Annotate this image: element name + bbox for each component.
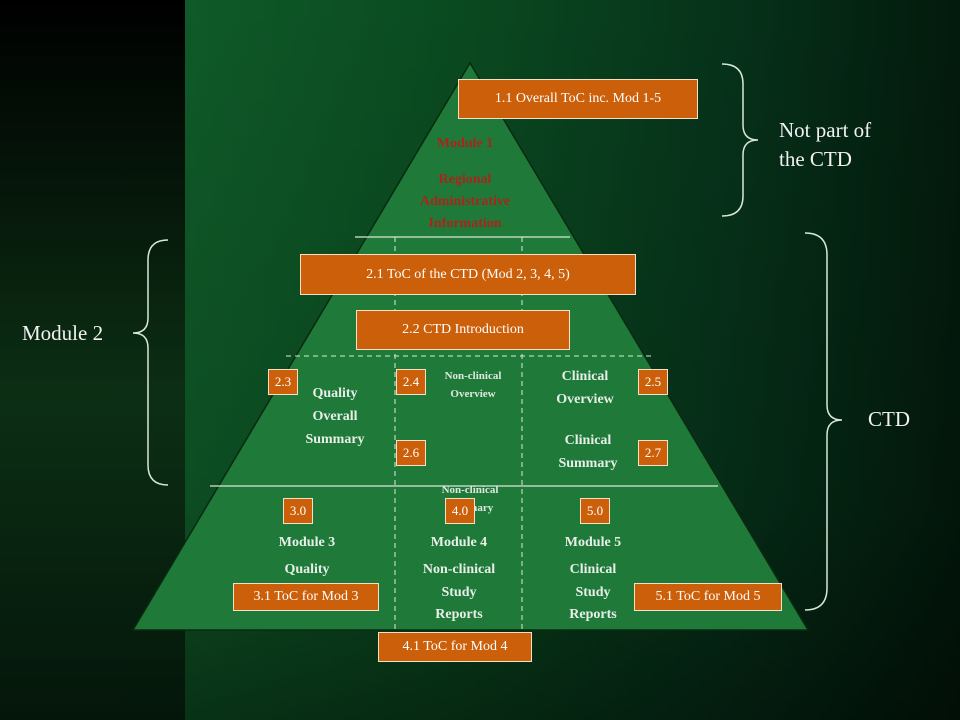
quality-summary-line1: Quality <box>312 386 358 401</box>
module1-line3: Information <box>428 216 502 231</box>
module5-subtitle-line1: Clinical <box>569 562 617 577</box>
brace-not-part <box>721 63 759 217</box>
module1-line1: Regional <box>438 172 492 187</box>
section-2-6-badge: 2.6 <box>396 440 426 466</box>
module3-title: Module 3 <box>278 535 336 550</box>
section-5-0-badge: 5.0 <box>580 498 610 524</box>
toc-mod3-box: 3.1 ToC for Mod 3 <box>233 583 379 611</box>
nc-summary-line1: Non-clinical <box>441 484 499 496</box>
module4-subtitle-line3: Reports <box>435 607 483 622</box>
section-2-7-badge: 2.7 <box>638 440 668 466</box>
quality-summary-line2: Overall <box>312 409 358 424</box>
nc-overview-line2: Overview <box>450 388 496 400</box>
clinical-overview-line1: Clinical <box>561 369 609 384</box>
section-3-0-badge: 3.0 <box>283 498 313 524</box>
section-2-3-badge: 2.3 <box>268 369 298 395</box>
module2-label: Module 2 <box>22 321 104 345</box>
clinical-summary-line1: Clinical <box>564 433 612 448</box>
toc-overall-box: 1.1 Overall ToC inc. Mod 1-5 <box>458 79 698 119</box>
not-part-of-ctd-line2: the CTD <box>779 147 852 171</box>
nc-overview-line1: Non-clinical <box>444 370 502 382</box>
module4-subtitle-line1: Non-clinical <box>422 562 496 577</box>
ctd-introduction-box: 2.2 CTD Introduction <box>356 310 570 350</box>
brace-module2 <box>132 239 169 486</box>
module4-subtitle-line2: Study <box>441 585 477 600</box>
toc-mod4-box: 4.1 ToC for Mod 4 <box>378 632 532 662</box>
not-part-of-ctd-line1: Not part of <box>779 118 872 142</box>
brace-ctd <box>804 232 843 611</box>
clinical-overview-line2: Overview <box>556 392 614 407</box>
module5-title: Module 5 <box>564 535 622 550</box>
section-2-5-badge: 2.5 <box>638 369 668 395</box>
module1-line2: Administrative <box>419 194 511 209</box>
module3-subtitle: Quality <box>284 562 330 577</box>
module5-subtitle-line2: Study <box>575 585 611 600</box>
module4-title: Module 4 <box>430 535 488 550</box>
module5-subtitle-line3: Reports <box>569 607 617 622</box>
clinical-summary-line2: Summary <box>558 456 618 471</box>
ctd-label: CTD <box>868 407 910 431</box>
module1-title: Module 1 <box>436 136 494 151</box>
quality-summary-line3: Summary <box>305 432 365 447</box>
section-4-0-badge: 4.0 <box>445 498 475 524</box>
toc-ctd-box: 2.1 ToC of the CTD (Mod 2, 3, 4, 5) <box>300 254 636 295</box>
section-2-4-badge: 2.4 <box>396 369 426 395</box>
toc-mod5-box: 5.1 ToC for Mod 5 <box>634 583 782 611</box>
